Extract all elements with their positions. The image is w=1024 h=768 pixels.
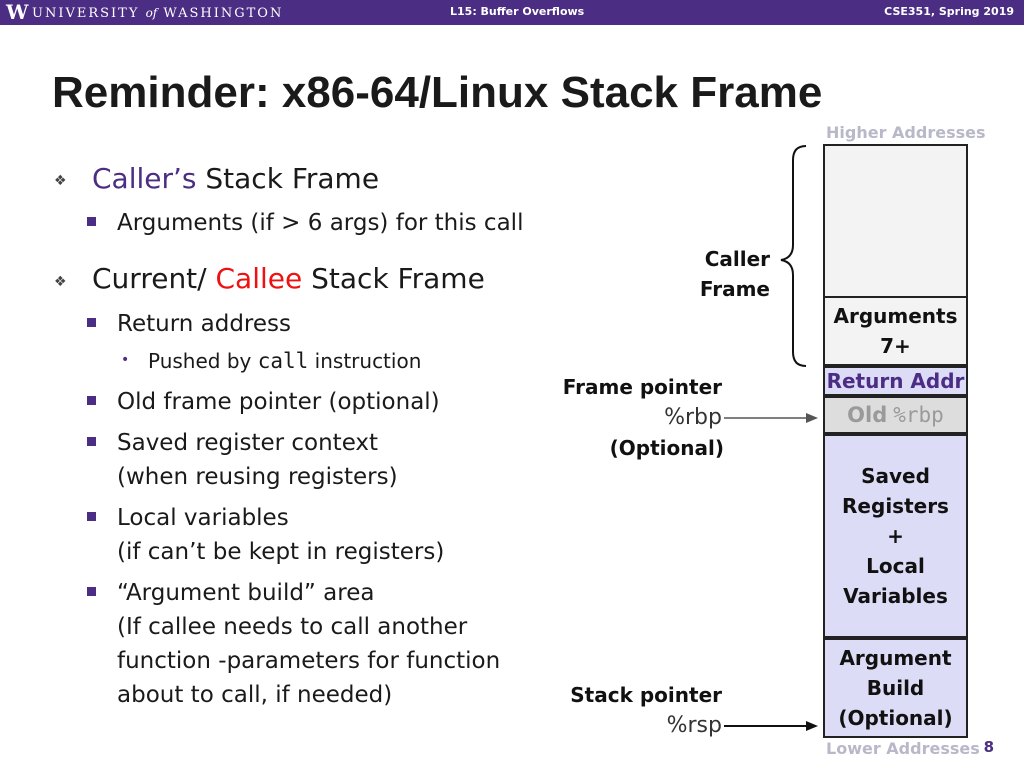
bullet-current-frame: Current/ Callee Stack Frame [92,263,485,295]
old-rbp-prefix: Old [847,403,888,427]
bullet-arguments: Arguments (if > 6 args) for this call [117,210,524,236]
caller-highlight: Caller’s [92,162,197,195]
course-name: CSE351, Spring 2019 [884,5,1014,18]
stack-cell-saved-registers: Saved Registers + Local Variables [823,434,968,638]
frame-pointer-register: %rbp [664,405,722,430]
bullet-local-vars-line2: (if can’t be kept in registers) [117,539,445,565]
bullet-arg-build-line2: (If callee needs to call another [117,614,468,640]
bullet-return-address: Return address [117,311,291,337]
university-prefix: UNIVERSITY [32,6,140,21]
square-bullet-icon [87,512,96,521]
caller-frame-line1: Caller [704,247,770,271]
bullet-pushed-by: Pushed by call instruction [148,348,421,374]
pushed-rest: instruction [308,349,422,373]
bullet-old-frame-pointer: Old frame pointer (optional) [117,389,440,415]
bullet-arg-build-line1: “Argument build” area [117,580,375,606]
old-rbp-register: %rbp [893,403,944,427]
square-bullet-icon [87,318,96,327]
dot-bullet-icon: • [121,352,130,368]
stack-pointer-register: %rsp [666,713,722,738]
lower-addresses-label: Lower Addresses [826,739,980,758]
higher-addresses-label: Higher Addresses [826,123,986,142]
saved-line4: Local [866,554,925,578]
university-suffix: WASHINGTON [163,6,284,21]
caller-frame-label: Caller Frame [700,244,770,304]
stack-cell-old-rbp: Old %rbp [823,396,968,434]
arguments-line2: 7+ [880,334,911,358]
university-name: UNIVERSITY of WASHINGTON [32,5,283,22]
bullet-saved-register-line2: (when reusing registers) [117,464,398,490]
caller-rest: Stack Frame [196,162,380,195]
stack-cell-argument-build: Argument Build (Optional) [823,638,968,738]
argbuild-line1: Argument [839,646,952,670]
stack-pointer-arrowhead-icon [806,721,818,731]
square-bullet-icon [87,396,96,405]
callee-highlight: Callee [215,262,303,295]
bullet-local-vars-line1: Local variables [117,505,289,531]
caller-frame-line2: Frame [699,277,770,301]
lecture-title: L15: Buffer Overflows [450,5,585,18]
bullet-saved-register-line1: Saved register context [117,430,379,456]
frame-pointer-label: Frame pointer [562,375,722,399]
stack-cell-caller [823,144,968,298]
caller-frame-brace-icon [780,145,807,367]
argbuild-line2: Build [866,676,925,700]
saved-line5: Variables [843,584,948,608]
current-prefix: Current/ [92,262,216,295]
saved-line3: + [887,524,904,548]
saved-line1: Saved [861,464,930,488]
square-bullet-icon [87,587,96,596]
frame-pointer-arrowhead-icon [806,413,818,423]
saved-line2: Registers [842,494,949,518]
stack-cell-arguments: Arguments 7+ [823,296,968,366]
square-bullet-icon [87,437,96,446]
diamond-bullet-icon: ❖ [54,173,67,189]
frame-pointer-optional: (Optional) [609,436,724,460]
bullet-arg-build-line3: function -parameters for function [117,648,501,674]
slide-title: Reminder: x86-64/Linux Stack Frame [52,68,823,117]
diamond-bullet-icon: ❖ [54,274,67,290]
square-bullet-icon [87,217,96,226]
page-number: 8 [983,738,994,756]
current-rest: Stack Frame [302,262,485,295]
argbuild-line3: (Optional) [838,706,953,730]
stack-pointer-label: Stack pointer [570,683,722,707]
pushed-by-text: Pushed by [148,349,258,373]
uw-logo-icon: W [6,0,29,24]
arguments-line1: Arguments [833,304,958,328]
call-code: call [257,349,309,373]
university-of: of [145,6,158,20]
stack-cell-return-addr: Return Addr [823,366,968,396]
header-bar: W UNIVERSITY of WASHINGTON L15: Buffer O… [0,0,1024,25]
bullet-arg-build-line4: about to call, if needed) [117,682,393,708]
bullet-caller-frame: Caller’s Stack Frame [92,163,379,195]
